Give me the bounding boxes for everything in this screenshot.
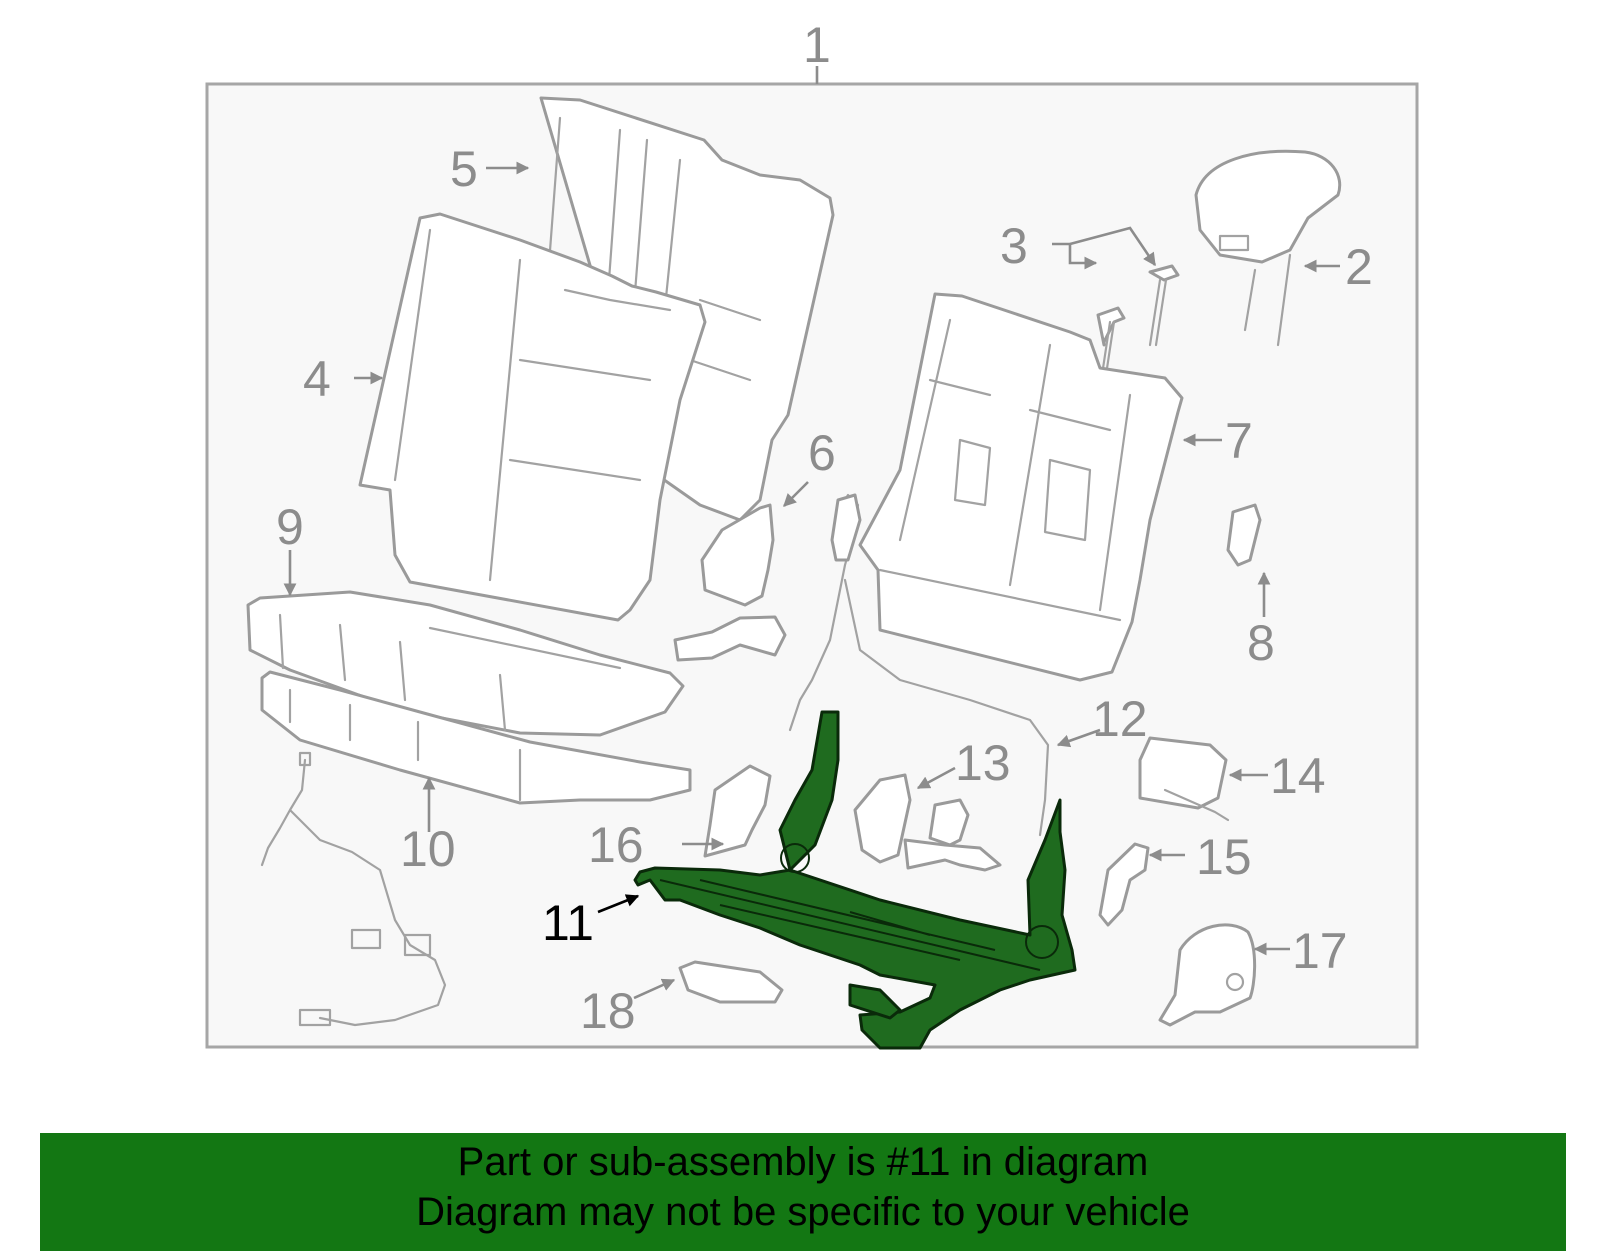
callout-3: 3 (1000, 218, 1028, 274)
callout-labels: 1 2 3 4 5 6 7 8 9 10 11 12 13 14 15 16 1… (276, 17, 1373, 1039)
part-11-seat-frame[interactable] (633, 710, 1077, 1050)
callout-15: 15 (1196, 829, 1252, 885)
callout-11: 11 (542, 895, 594, 951)
callout-13: 13 (955, 735, 1011, 791)
callout-4: 4 (303, 351, 331, 407)
part-17-cover[interactable] (1158, 923, 1257, 1027)
part-14-module[interactable] (1138, 736, 1230, 822)
banner-line-2: Diagram may not be specific to your vehi… (416, 1190, 1190, 1234)
part-15-trim[interactable] (1098, 842, 1150, 927)
part-9-seat-cushion[interactable] (246, 590, 685, 737)
callout-2: 2 (1345, 239, 1373, 295)
callout-6: 6 (808, 425, 836, 481)
callout-7: 7 (1225, 413, 1253, 469)
latch-bracket[interactable] (673, 615, 787, 662)
callout-9: 9 (276, 499, 304, 555)
callout-leaders (283, 161, 1340, 1000)
banner-line-1: Part or sub-assembly is #11 in diagram (457, 1140, 1149, 1184)
part-8-switch[interactable] (1226, 503, 1262, 567)
part-10-cushion-pad[interactable] (260, 670, 692, 805)
callout-10: 10 (400, 821, 456, 877)
callout-8: 8 (1247, 615, 1275, 671)
part-2-headrest[interactable] (1194, 149, 1342, 347)
part-12-release-cable[interactable] (788, 493, 1050, 837)
callout-14: 14 (1270, 748, 1326, 804)
part-6-latch[interactable] (700, 503, 775, 607)
part-4-seatback-cover[interactable] (358, 212, 707, 622)
part-18-pad[interactable] (678, 960, 784, 1004)
part-7-seatback-frame[interactable] (858, 292, 1184, 682)
part-13-actuator[interactable] (853, 773, 1002, 872)
wire-harness[interactable] (260, 751, 447, 1027)
info-banner: Part or sub-assembly is #11 in diagram D… (40, 1133, 1566, 1251)
callout-1: 1 (803, 17, 831, 73)
part-16-trim[interactable] (703, 764, 772, 858)
part-3-headrest-guides[interactable] (1096, 264, 1180, 377)
callout-16: 16 (588, 817, 644, 873)
callout-5: 5 (450, 141, 478, 197)
callout-12: 12 (1092, 691, 1148, 747)
callout-18: 18 (580, 983, 636, 1039)
callout-17: 17 (1292, 923, 1348, 979)
